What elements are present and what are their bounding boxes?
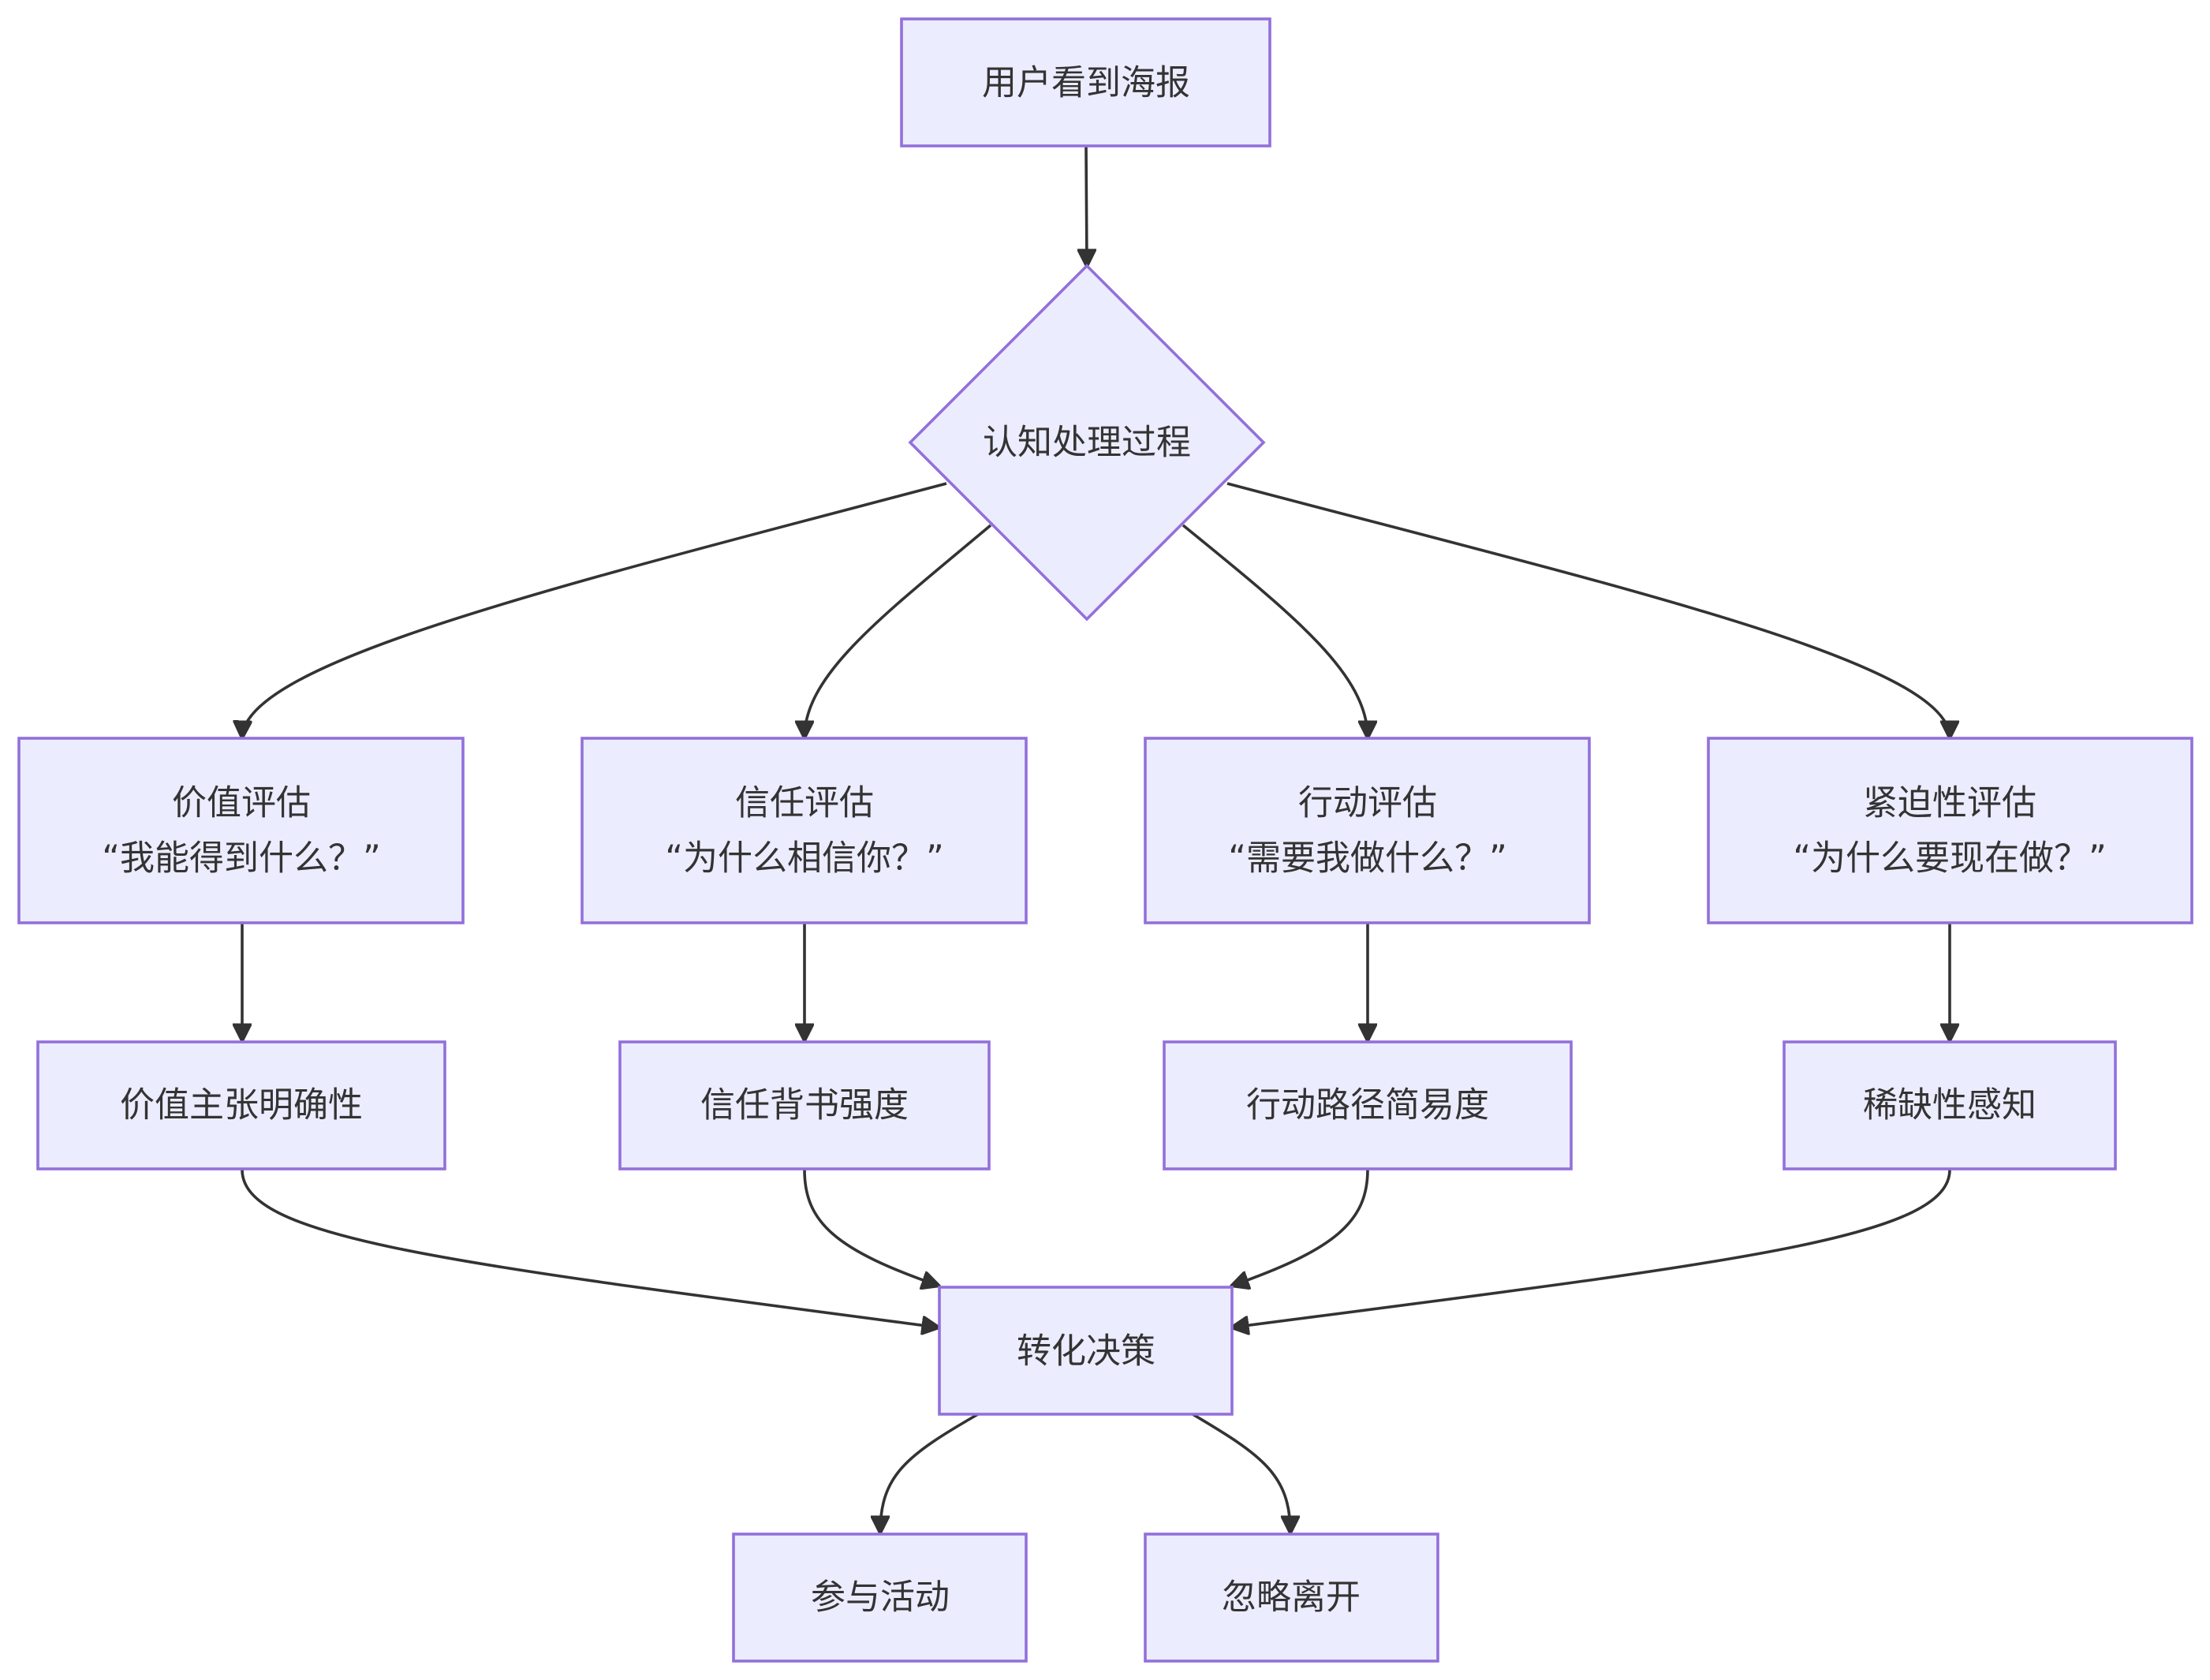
node-trust-assessment-line1: 信任评估 <box>735 783 874 823</box>
node-ignore-leave: 忽略离开 <box>1144 1533 1439 1663</box>
edge-poster-to-cognitive <box>1086 146 1087 266</box>
node-sees-poster: 用户看到海报 <box>900 17 1271 147</box>
edge-cognitive-to-value <box>242 482 947 737</box>
node-urgency-assessment: 紧迫性评估 “为什么要现在做？” <box>1707 737 2193 924</box>
node-value-assessment: 价值评估 “我能得到什么？” <box>17 737 465 924</box>
edges <box>241 146 1951 1533</box>
node-action-assessment-line2: “需要我做什么？” <box>1228 838 1507 879</box>
node-conversion-decision: 转化决策 <box>938 1286 1234 1416</box>
edge-scarcity-to-decision <box>1232 1169 1951 1327</box>
edge-cognitive-to-trust <box>804 524 992 737</box>
node-participate-label: 参与活动 <box>811 1577 950 1618</box>
node-path-simplicity-label: 行动路径简易度 <box>1246 1085 1489 1126</box>
node-trust-strength-label: 信任背书强度 <box>700 1085 909 1126</box>
edge-simplicity-to-decision <box>1232 1169 1369 1286</box>
edge-decision-to-ignore <box>1192 1413 1290 1533</box>
edge-clarity-to-decision <box>241 1169 939 1327</box>
node-value-clarity-label: 价值主张明确性 <box>120 1085 363 1126</box>
node-participate: 参与活动 <box>732 1533 1028 1663</box>
node-trust-assessment-line2: “为什么相信你？” <box>665 838 944 879</box>
node-conversion-decision-label: 转化决策 <box>1017 1331 1155 1372</box>
node-scarcity-perception: 稀缺性感知 <box>1783 1040 2117 1170</box>
node-urgency-assessment-line2: “为什么要现在做？” <box>1793 838 2107 879</box>
node-path-simplicity: 行动路径简易度 <box>1163 1040 1573 1170</box>
edge-cognitive-to-urgency <box>1226 482 1950 737</box>
node-cognitive-processing-label: 认知处理过程 <box>983 423 1191 463</box>
node-urgency-assessment-line1: 紧迫性评估 <box>1863 783 2036 823</box>
node-scarcity-perception-label: 稀缺性感知 <box>1863 1085 2036 1126</box>
node-action-assessment: 行动评估 “需要我做什么？” <box>1144 737 1591 924</box>
node-action-assessment-line1: 行动评估 <box>1298 783 1437 823</box>
node-trust-strength: 信任背书强度 <box>618 1040 991 1170</box>
node-sees-poster-label: 用户看到海报 <box>982 63 1190 103</box>
node-value-assessment-line2: “我能得到什么？” <box>102 838 381 879</box>
node-value-clarity: 价值主张明确性 <box>36 1040 446 1170</box>
edge-decision-to-participate <box>880 1413 979 1533</box>
node-trust-assessment: 信任评估 “为什么相信你？” <box>580 737 1028 924</box>
edge-strength-to-decision <box>803 1169 939 1286</box>
node-value-assessment-line1: 价值评估 <box>172 783 311 823</box>
node-ignore-leave-label: 忽略离开 <box>1222 1577 1361 1618</box>
edge-cognitive-to-action <box>1182 524 1368 737</box>
node-cognitive-processing: 认知处理过程 <box>908 263 1266 622</box>
